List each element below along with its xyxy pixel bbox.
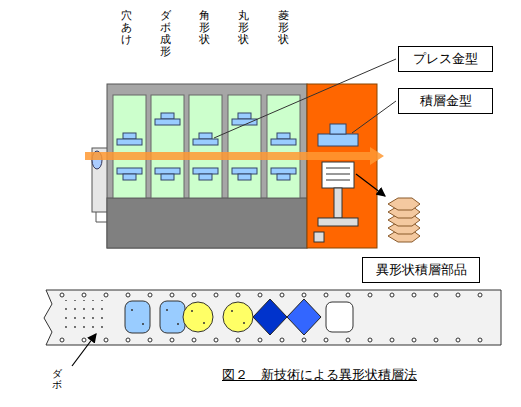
pilot-hole xyxy=(104,293,108,297)
pilot-hole xyxy=(412,338,416,342)
pilot-hole xyxy=(60,293,64,297)
station-label: 丸形状 xyxy=(238,10,249,46)
pilot-hole xyxy=(126,293,130,297)
pilot-hole xyxy=(390,338,394,342)
pilot-hole xyxy=(214,293,218,297)
callout-box: プレス金型 xyxy=(398,46,493,72)
pilot-hole xyxy=(412,293,416,297)
pilot-hole xyxy=(214,338,218,342)
pilot-hole xyxy=(280,293,284,297)
callout-text: 積層金型 xyxy=(420,92,472,110)
pilot-hole xyxy=(478,293,482,297)
pilot-hole xyxy=(258,293,262,297)
pilot-hole xyxy=(390,293,394,297)
pilot-hole xyxy=(126,338,130,342)
pilot-hole xyxy=(280,338,284,342)
pilot-hole xyxy=(434,338,438,342)
pilot-hole xyxy=(148,293,152,297)
pilot-hole xyxy=(434,293,438,297)
callout-text: プレス金型 xyxy=(413,50,478,68)
pilot-hole xyxy=(104,338,108,342)
pilot-hole xyxy=(346,293,350,297)
pilot-hole xyxy=(170,338,174,342)
pilot-hole xyxy=(148,338,152,342)
station-label: 角形状 xyxy=(199,10,210,46)
pilot-hole xyxy=(170,293,174,297)
pilot-hole xyxy=(368,338,372,342)
station-label: 穴あけ xyxy=(121,10,132,46)
pilot-hole xyxy=(60,338,64,342)
station-label: 菱形状 xyxy=(278,10,289,46)
pilot-hole xyxy=(368,293,372,297)
pilot-hole xyxy=(302,293,306,297)
pilot-hole xyxy=(324,338,328,342)
pilot-hole xyxy=(302,338,306,342)
pilot-hole xyxy=(192,338,196,342)
pilot-hole xyxy=(82,338,86,342)
pilot-hole xyxy=(478,338,482,342)
pilot-hole xyxy=(258,338,262,342)
figure-caption: 図２ 新技術による異形状積層法 xyxy=(222,366,417,384)
pilot-hole xyxy=(236,293,240,297)
station-label: ダボ成形 xyxy=(160,10,171,58)
callout-text: 異形状積層部品 xyxy=(376,261,467,279)
callout-box: 異形状積層部品 xyxy=(362,257,480,283)
callout-box: 積層金型 xyxy=(398,88,493,114)
pilot-hole xyxy=(456,338,460,342)
pilot-hole xyxy=(324,293,328,297)
pilot-hole xyxy=(192,293,196,297)
pilot-hole xyxy=(456,293,460,297)
dabo-label: ダボ xyxy=(52,368,62,390)
pilot-hole xyxy=(346,338,350,342)
pilot-hole xyxy=(82,293,86,297)
pilot-hole xyxy=(236,338,240,342)
